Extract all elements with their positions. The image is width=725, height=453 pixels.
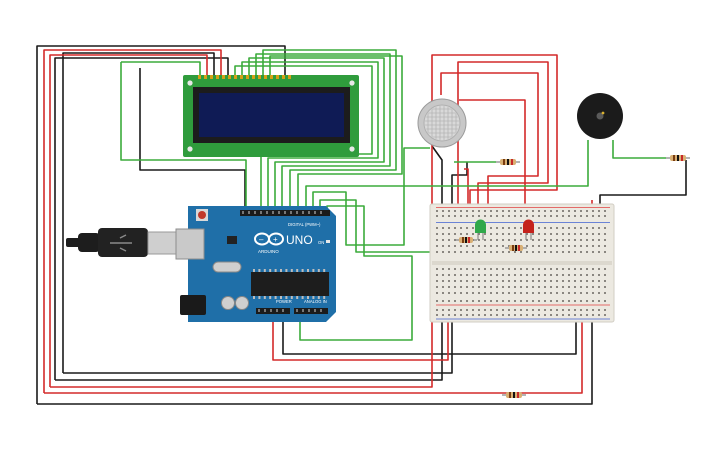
wire-black[interactable] (36, 45, 286, 404)
usb-metal-shell (147, 231, 179, 255)
wire-black[interactable] (62, 52, 215, 373)
wire-black[interactable] (55, 304, 443, 381)
wire-red[interactable] (431, 54, 558, 210)
power-jack (180, 295, 206, 315)
wire-green[interactable] (299, 205, 413, 341)
atmega-chip-legs (253, 269, 326, 299)
resistor-icon[interactable] (502, 392, 526, 398)
wires (36, 45, 687, 405)
lcd-mount-hole (349, 80, 355, 86)
usb-plug-tip (66, 238, 80, 247)
wire-green[interactable] (319, 199, 525, 253)
wire-green[interactable] (312, 147, 430, 246)
wire-red[interactable] (464, 168, 469, 210)
power-header[interactable] (256, 308, 290, 314)
header-pins (242, 211, 322, 312)
wire-black[interactable] (139, 68, 246, 210)
wire-green[interactable] (305, 140, 589, 210)
wire-red[interactable] (457, 61, 549, 210)
resistor-icon[interactable] (496, 159, 520, 165)
usb-cable (78, 233, 100, 252)
led-icon[interactable] (523, 219, 534, 241)
power-header-label: POWER (276, 299, 292, 304)
usb-symbol (110, 234, 132, 252)
wire-green[interactable] (121, 61, 201, 76)
lcd-pin-header (198, 75, 291, 79)
lcd-mount-hole (187, 146, 193, 152)
led-green-body (475, 219, 486, 233)
arduino-logo-plus: + (273, 235, 278, 244)
arduino-logo (254, 232, 284, 246)
lcd-mount-hole (187, 80, 193, 86)
breadboard-center-channel (432, 261, 612, 265)
wire-green[interactable] (248, 57, 385, 210)
lcd-16x2-icon[interactable] (183, 75, 359, 157)
crystal (212, 261, 242, 273)
wire-red[interactable] (50, 304, 433, 388)
arduino-uno-icon[interactable]: – + UNO ARDUINO DIGITAL (PWM~) POWER ANA… (175, 206, 336, 322)
wire-black[interactable] (599, 160, 687, 210)
wire-red[interactable] (272, 304, 449, 361)
atmega-chip (251, 272, 329, 296)
analog-header-label: ANALOG IN (304, 299, 327, 304)
wire-green[interactable] (234, 65, 373, 210)
led-icon[interactable] (475, 219, 486, 241)
wire-red[interactable] (440, 72, 539, 210)
usb-cable-icon[interactable] (66, 228, 179, 257)
wire-green[interactable] (241, 61, 379, 210)
arduino-brand: ARDUINO (258, 249, 279, 254)
wire-black[interactable] (37, 304, 593, 405)
breadboard-icon[interactable] (429, 203, 615, 323)
buzzer-hole (596, 112, 604, 120)
wire-red[interactable] (459, 99, 526, 210)
capacitor (221, 296, 235, 310)
wire-red[interactable] (49, 54, 208, 387)
on-led (326, 240, 330, 243)
wire-green[interactable] (269, 55, 403, 210)
resistor-icon[interactable] (505, 245, 527, 251)
arduino-logo-minus: – (259, 235, 264, 244)
wire-black[interactable] (431, 145, 443, 210)
lcd-mount-hole (349, 146, 355, 152)
wire-green[interactable] (612, 140, 666, 159)
digital-header-label: DIGITAL (PWM~) (288, 222, 321, 227)
wire-green[interactable] (255, 53, 391, 210)
icsp-chip (227, 236, 237, 244)
arduino-model: UNO (286, 233, 313, 247)
analog-header[interactable] (294, 308, 328, 314)
resistor-icon[interactable] (455, 237, 477, 243)
gas-sensor-mesh-grid (425, 106, 459, 140)
led-red-body (523, 219, 534, 233)
usb-b-port (175, 228, 205, 260)
lcd-screen (199, 93, 344, 137)
reset-button-cap (198, 211, 206, 219)
wire-black[interactable] (54, 57, 229, 380)
gas-sensor-icon[interactable] (417, 98, 467, 148)
wire-green[interactable] (120, 62, 247, 210)
buzzer-dot (601, 111, 605, 115)
resistor-icon[interactable] (666, 155, 690, 161)
wire-red[interactable] (44, 304, 583, 394)
capacitor (235, 296, 249, 310)
piezo-buzzer-icon[interactable] (577, 93, 623, 139)
on-led-label: ON (318, 240, 324, 245)
wire-black[interactable] (282, 304, 577, 355)
gas-sensor-mesh (423, 104, 461, 142)
wire-green[interactable] (262, 49, 397, 210)
wire-red[interactable] (43, 49, 222, 393)
